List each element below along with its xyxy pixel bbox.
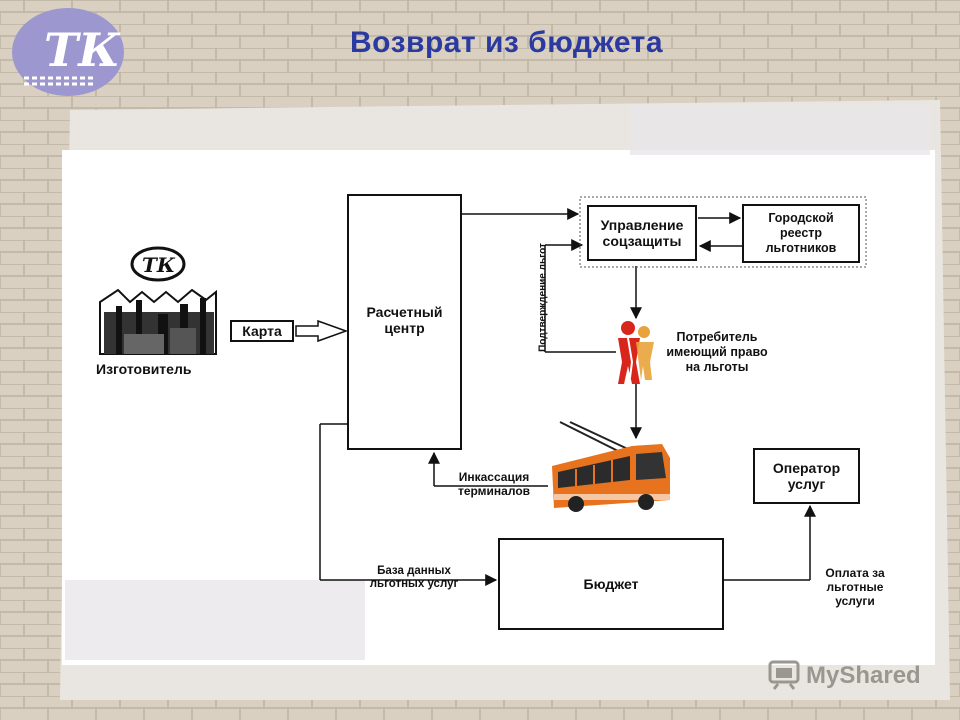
cash-collection-label: Инкассация терминалов [457, 470, 531, 498]
city-registry-box: Городской реестр льготников [742, 204, 860, 263]
logo: ТК [12, 8, 124, 96]
settlement-center-box: Расчетный центр [347, 194, 462, 450]
trolleybus-icon [552, 421, 670, 512]
mysh-icon [768, 660, 800, 690]
tk-logo-letters: ТК [44, 23, 121, 77]
page-title: Возврат из бюджета [350, 26, 664, 59]
benefit-confirmation-label: Подтверждение льгот [537, 243, 549, 352]
operator-label: Оператор услуг [772, 460, 841, 492]
payment-label: Оплата за льготные услуги [825, 566, 885, 608]
settlement-center-label: Расчетный центр [366, 304, 443, 336]
services-db-label: База данных льготных услуг [369, 565, 459, 590]
budget-label: Бюджет [583, 576, 639, 592]
budget-box: Бюджет [498, 538, 724, 630]
social-dept-box: Управление соцзащиты [587, 205, 697, 261]
factory-icon: ТК [99, 246, 217, 355]
city-registry-label: Городской реестр льготников [765, 211, 837, 255]
operator-box: Оператор услуг [753, 448, 860, 504]
card-label: Карта [242, 323, 282, 339]
consumer-label: Потребитель имеющий право на льготы [666, 330, 768, 374]
social-dept-label: Управление соцзащиты [600, 217, 684, 249]
watermark-text: MyShared [806, 662, 921, 689]
svg-text:ТК: ТК [142, 253, 176, 277]
card-box: Карта [230, 320, 294, 342]
manufacturer-label: Изготовитель [96, 361, 192, 377]
consumer-icon [618, 321, 654, 384]
